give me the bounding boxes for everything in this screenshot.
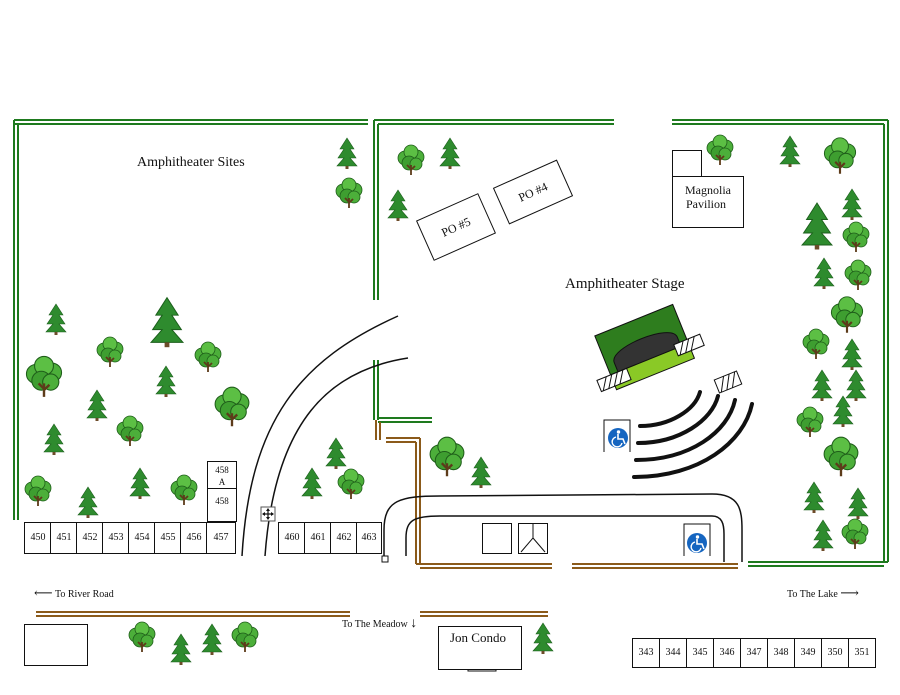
to-the-meadow: To The Meadow ↓ — [342, 616, 417, 632]
site-451[interactable]: 451 — [50, 522, 78, 554]
site-458a-number: 458 — [215, 465, 229, 475]
to-the-lake-text: To The Lake — [787, 589, 838, 600]
map-title: Amphitheater Sites — [137, 155, 245, 170]
to-river-road: ⟵ To River Road — [34, 585, 114, 601]
stage-step-small — [713, 370, 743, 394]
pavilion-line-1: Magnolia — [685, 183, 731, 197]
structure-left[interactable] — [482, 523, 512, 554]
site-450[interactable]: 450 — [24, 522, 52, 554]
site-458a-letter: A — [218, 477, 226, 487]
down-arrow-icon: ↓ — [410, 616, 418, 631]
site-343[interactable]: 343 — [632, 638, 660, 668]
site-344[interactable]: 344 — [659, 638, 687, 668]
jon-condo[interactable]: Jon Condo — [438, 626, 522, 670]
structure-right[interactable] — [518, 523, 548, 554]
stage-step-right — [673, 333, 705, 357]
site-458[interactable]: 458 — [207, 488, 237, 522]
site-458a[interactable]: 458 A — [207, 461, 237, 489]
site-456[interactable]: 456 — [180, 522, 208, 554]
to-the-lake: To The Lake ⟶ — [787, 585, 859, 601]
move-icon[interactable] — [260, 506, 276, 522]
site-453[interactable]: 453 — [102, 522, 130, 554]
site-463[interactable]: 463 — [356, 522, 382, 554]
site-462[interactable]: 462 — [330, 522, 358, 554]
to-the-meadow-text: To The Meadow — [342, 619, 408, 630]
site-346[interactable]: 346 — [713, 638, 741, 668]
fence-brown — [36, 420, 738, 617]
site-455[interactable]: 455 — [154, 522, 182, 554]
site-348[interactable]: 348 — [767, 638, 795, 668]
structure-right-roof — [520, 524, 546, 553]
right-arrow-icon: ⟶ — [840, 585, 859, 600]
sites-right-row: 343 344 345 346 347 348 349 350 351 — [632, 638, 876, 668]
site-454[interactable]: 454 — [128, 522, 156, 554]
amphitheater-seating[interactable] — [632, 390, 754, 479]
to-river-road-text: To River Road — [54, 589, 114, 600]
stage-label: Amphitheater Stage — [565, 276, 685, 292]
site-457[interactable]: 457 — [206, 522, 236, 554]
site-349[interactable]: 349 — [794, 638, 822, 668]
site-452[interactable]: 452 — [76, 522, 104, 554]
left-arrow-icon: ⟵ — [34, 585, 53, 600]
jon-condo-label: Jon Condo — [450, 630, 506, 645]
site-347[interactable]: 347 — [740, 638, 768, 668]
fence-green — [13, 119, 889, 567]
sites-left-row: 450 451 452 453 454 455 456 457 — [24, 522, 238, 554]
site-461[interactable]: 461 — [304, 522, 332, 554]
sites-mid-row: 460 461 462 463 — [278, 522, 382, 554]
site-460[interactable]: 460 — [278, 522, 306, 554]
pavilion-line-2: Pavilion — [686, 197, 727, 211]
site-345[interactable]: 345 — [686, 638, 714, 668]
accessible-parking-stage[interactable] — [603, 419, 631, 452]
pavilion-annex — [672, 150, 702, 177]
magnolia-pavilion[interactable]: Magnolia Pavilion — [672, 176, 744, 228]
stage-step-left — [596, 367, 632, 393]
site-351[interactable]: 351 — [848, 638, 876, 668]
site-350[interactable]: 350 — [821, 638, 849, 668]
bottom-left-building[interactable] — [24, 624, 88, 666]
accessible-parking-lot[interactable] — [683, 523, 711, 556]
